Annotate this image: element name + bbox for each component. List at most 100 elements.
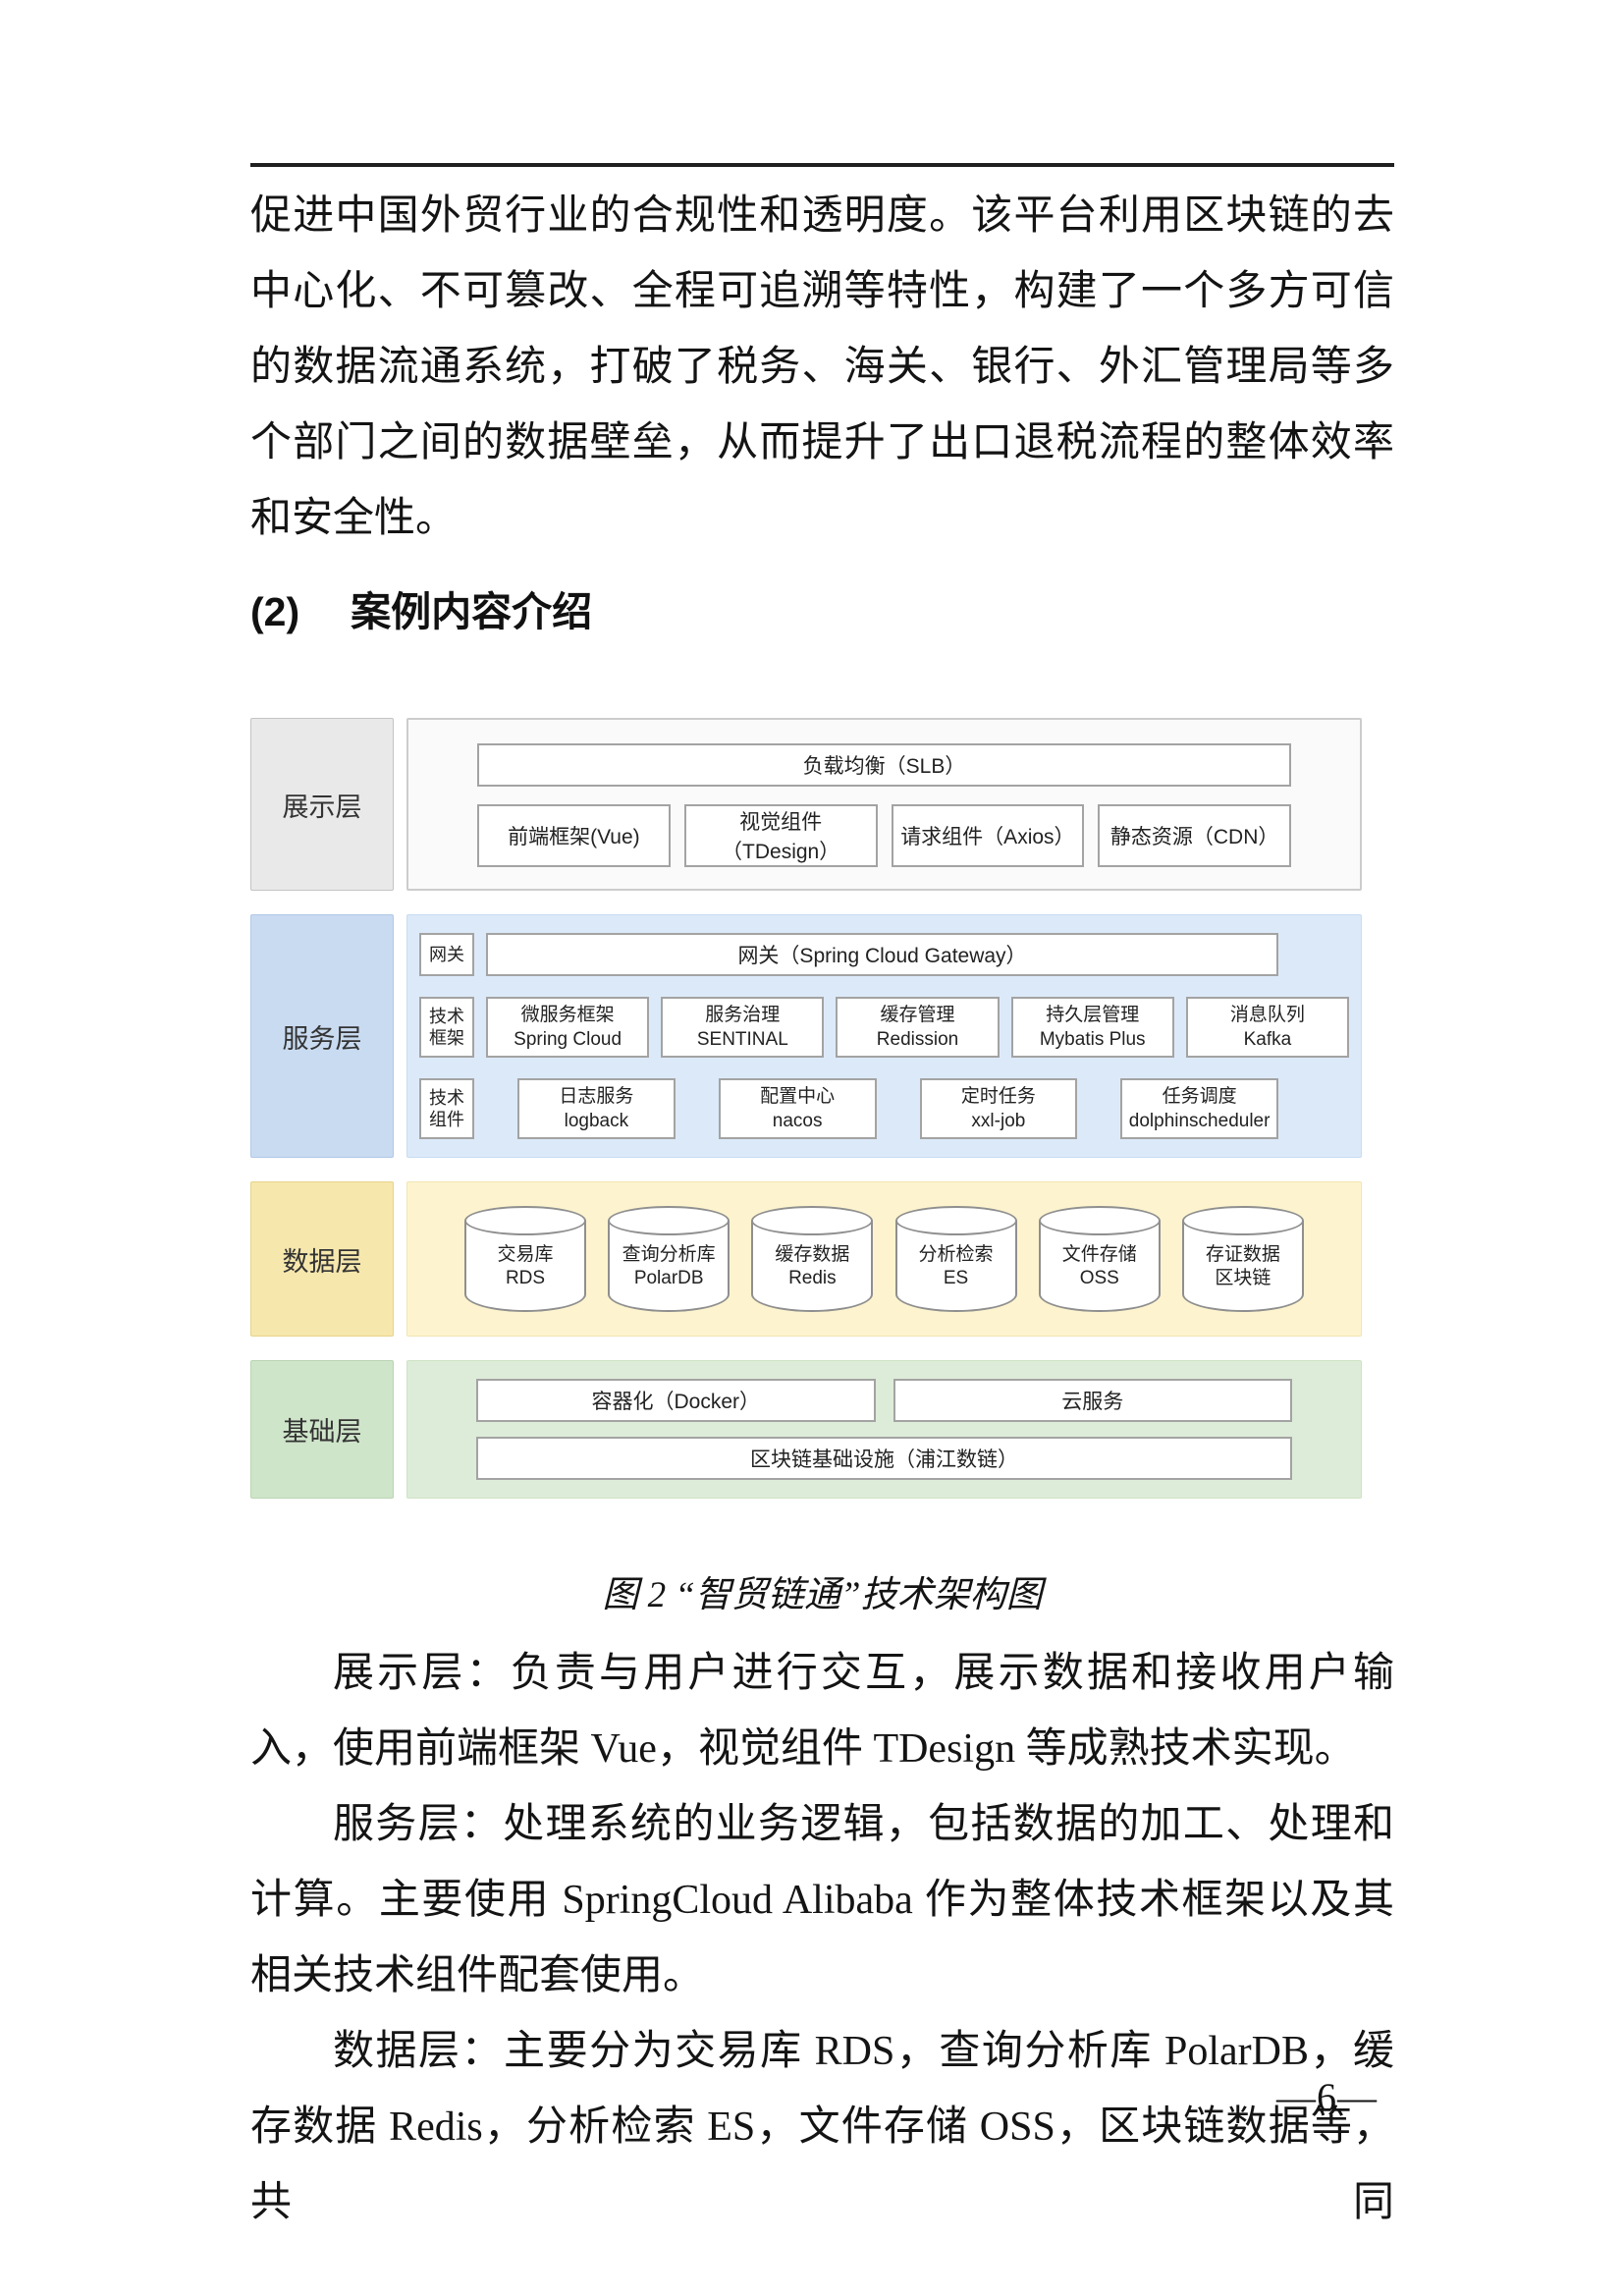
store-name: 交易库 — [497, 1244, 554, 1265]
cylinder-body — [464, 1221, 586, 1312]
store-tech: 区块链 — [1215, 1268, 1271, 1288]
cylinder-body — [1038, 1221, 1161, 1312]
query-analysis-db-cylinder: 查询分析库 PolarDB — [608, 1206, 730, 1312]
store-name: 缓存数据 — [775, 1244, 850, 1265]
box-title: 持久层管理 — [1046, 1005, 1140, 1025]
cache-data-cylinder: 缓存数据 Redis — [751, 1206, 874, 1312]
cylinder-top — [464, 1206, 586, 1235]
box-tech: Redission — [876, 1029, 959, 1050]
search-analysis-cylinder: 分析检索 ES — [894, 1206, 1017, 1312]
tech-components-tag-line2: 组件 — [429, 1110, 464, 1129]
data-layer-paragraph: 数据层：主要分为交易库 RDS，查询分析库 PolarDB，缓存数据 Redis… — [250, 2029, 1394, 2225]
service-governance-box: 服务治理 SENTINAL — [661, 997, 825, 1058]
cylinder-label: 存证数据 区块链 — [1182, 1243, 1304, 1290]
box-tech: Mybatis Plus — [1039, 1029, 1146, 1050]
tech-framework-row: 技术 框架 微服务框架 Spring Cloud 服务治理 SENTINAL 缓… — [419, 997, 1350, 1058]
cache-management-box: 缓存管理 Redission — [836, 997, 1000, 1058]
static-assets-box: 静态资源（CDN） — [1098, 804, 1291, 867]
cylinder-top — [894, 1206, 1017, 1235]
infrastructure-layer-content: 容器化（Docker） 云服务 区块链基础设施（浦江数链） — [406, 1360, 1362, 1499]
microservice-framework-box: 微服务框架 Spring Cloud — [486, 997, 650, 1058]
box-title: 消息队列 — [1229, 1005, 1305, 1025]
store-name: 分析检索 — [918, 1244, 994, 1265]
gateway-box: 网关（Spring Cloud Gateway） — [486, 933, 1278, 976]
box-tech: logback — [564, 1111, 629, 1131]
box-tech: dolphinscheduler — [1128, 1111, 1271, 1131]
cylinder-top — [608, 1206, 730, 1235]
visual-components-box: 视觉组件（TDesign） — [683, 804, 878, 867]
cloud-service-box: 云服务 — [893, 1379, 1292, 1422]
gateway-row: 网关 网关（Spring Cloud Gateway） — [419, 933, 1278, 976]
store-name: 查询分析库 — [622, 1244, 716, 1265]
load-balancer-box: 负载均衡（SLB） — [477, 743, 1291, 787]
gateway-tag: 网关 — [419, 933, 474, 976]
cylinder-label: 分析检索 ES — [895, 1243, 1017, 1290]
persistence-management-box: 持久层管理 Mybatis Plus — [1010, 997, 1174, 1058]
box-title: 配置中心 — [760, 1086, 836, 1107]
presentation-items-row: 前端框架(Vue) 视觉组件（TDesign） 请求组件（Axios） 静态资源… — [477, 804, 1291, 867]
body-paragraphs: 展示层：负责与用户进行交互，展示数据和接收用户输入，使用前端框架 Vue，视觉组… — [250, 1636, 1394, 2241]
header-rule — [250, 163, 1394, 167]
presentation-layer: 展示层 负载均衡（SLB） 前端框架(Vue) 视觉组件（TDesign） 请求… — [250, 718, 1362, 891]
figure-caption: 图 2 “智贸链通”技术架构图 — [602, 1575, 1043, 1615]
box-title: 微服务框架 — [520, 1005, 615, 1025]
store-name: 文件存储 — [1061, 1244, 1137, 1265]
cylinder-label: 缓存数据 Redis — [751, 1243, 873, 1290]
evidence-data-cylinder: 存证数据 区块链 — [1181, 1206, 1304, 1312]
cylinder-body — [608, 1221, 730, 1312]
box-tech: Spring Cloud — [514, 1029, 622, 1050]
infrastructure-items-row: 容器化（Docker） 云服务 — [476, 1379, 1292, 1422]
cylinder-body — [1181, 1221, 1304, 1312]
containerization-box: 容器化（Docker） — [476, 1379, 876, 1422]
cylinder-body — [751, 1221, 874, 1312]
presentation-layer-label: 展示层 — [250, 718, 394, 891]
frontend-framework-box: 前端框架(Vue) — [477, 804, 671, 867]
store-name: 存证数据 — [1205, 1244, 1280, 1265]
box-tech: nacos — [772, 1111, 823, 1131]
task-scheduler-box: 任务调度 dolphinscheduler — [1120, 1078, 1278, 1139]
tech-framework-tag-line1: 技术 — [429, 1007, 464, 1026]
box-tech: SENTINAL — [696, 1029, 788, 1050]
cylinder-label: 查询分析库 PolarDB — [608, 1243, 730, 1290]
box-tech: xxl-job — [971, 1111, 1026, 1131]
tech-components-tag-line1: 技术 — [429, 1088, 464, 1108]
intro-paragraph: 促进中国外贸行业的合规性和透明度。该平台利用区块链的去中心化、不可篡改、全程可追… — [250, 193, 1394, 541]
service-layer-content: 网关 网关（Spring Cloud Gateway） 技术 框架 微服务框架 … — [406, 914, 1362, 1158]
store-tech: Redis — [788, 1268, 837, 1288]
data-layer: 数据层 交易库 RDS 查询分析库 PolarDB — [250, 1181, 1362, 1337]
infrastructure-layer: 基础层 容器化（Docker） 云服务 区块链基础设施（浦江数链） — [250, 1360, 1362, 1499]
display-layer-paragraph: 展示层：负责与用户进行交互，展示数据和接收用户输入，使用前端框架 Vue，视觉组… — [250, 1651, 1394, 1772]
tech-framework-tag-line2: 框架 — [429, 1028, 464, 1048]
service-layer-label: 服务层 — [250, 914, 394, 1158]
store-tech: OSS — [1079, 1268, 1119, 1288]
cylinder-top — [1038, 1206, 1161, 1235]
presentation-layer-content: 负载均衡（SLB） 前端框架(Vue) 视觉组件（TDesign） 请求组件（A… — [406, 718, 1362, 891]
cylinder-label: 交易库 RDS — [464, 1243, 586, 1290]
box-tech: Kafka — [1243, 1029, 1292, 1050]
section-title: 案例内容介绍 — [351, 589, 593, 634]
service-layer: 服务层 网关 网关（Spring Cloud Gateway） 技术 框架 微服… — [250, 914, 1362, 1158]
store-tech: RDS — [505, 1268, 546, 1288]
tech-components-tag: 技术 组件 — [419, 1078, 474, 1139]
section-number: (2) — [250, 589, 300, 634]
service-layer-paragraph: 服务层：处理系统的业务逻辑，包括数据的加工、处理和计算。主要使用 SpringC… — [250, 1802, 1394, 1998]
section-heading: (2) 案例内容介绍 — [250, 580, 1394, 643]
architecture-diagram: 展示层 负载均衡（SLB） 前端框架(Vue) 视觉组件（TDesign） 请求… — [250, 718, 1362, 1499]
config-center-box: 配置中心 nacos — [718, 1078, 877, 1139]
cylinder-top — [751, 1206, 874, 1235]
box-title: 定时任务 — [960, 1086, 1036, 1107]
transaction-db-cylinder: 交易库 RDS — [464, 1206, 586, 1312]
box-title: 服务治理 — [705, 1005, 781, 1025]
tech-framework-tag: 技术 框架 — [419, 997, 474, 1058]
log-service-box: 日志服务 logback — [517, 1078, 676, 1139]
infrastructure-layer-label: 基础层 — [250, 1360, 394, 1499]
store-tech: PolarDB — [633, 1268, 704, 1288]
request-components-box: 请求组件（Axios） — [891, 804, 1085, 867]
blockchain-infrastructure-box: 区块链基础设施（浦江数链） — [476, 1437, 1292, 1480]
store-tech: ES — [943, 1268, 969, 1288]
page-number: —6— — [1276, 2075, 1378, 2119]
box-title: 任务调度 — [1162, 1086, 1237, 1107]
cylinder-label: 文件存储 OSS — [1039, 1243, 1161, 1290]
box-title: 日志服务 — [559, 1086, 634, 1107]
cylinder-top — [1181, 1206, 1304, 1235]
